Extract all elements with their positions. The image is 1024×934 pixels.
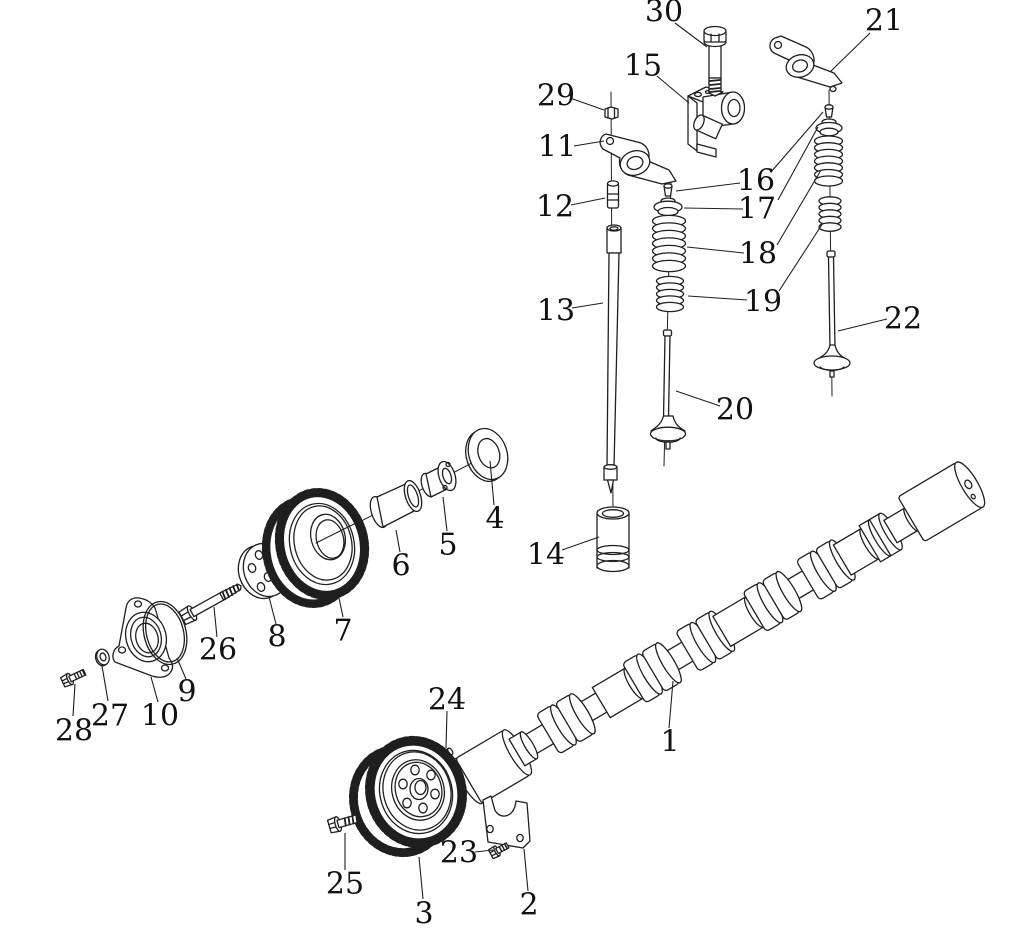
callout-label-6: 6 bbox=[391, 549, 410, 584]
callout-label-25: 25 bbox=[326, 867, 364, 902]
leader-line-1 bbox=[668, 680, 674, 729]
leader-line-5 bbox=[442, 496, 448, 532]
leader-line-18 bbox=[776, 169, 822, 246]
part-bushing bbox=[369, 479, 423, 529]
callout-label-19: 19 bbox=[744, 285, 782, 320]
part-valve-spring-outer-mid bbox=[651, 214, 687, 273]
part-camshaft bbox=[453, 461, 986, 805]
part-valve-right bbox=[813, 250, 851, 378]
part-rocker-bracket bbox=[687, 86, 746, 158]
part-valve-spring-inner-right bbox=[818, 196, 842, 232]
part-adjusting-screw bbox=[606, 180, 620, 209]
leader-line-27 bbox=[101, 665, 109, 702]
part-valve-keeper-right bbox=[824, 104, 834, 118]
part-washer-small bbox=[94, 648, 110, 667]
callout-label-10: 10 bbox=[141, 699, 179, 734]
callout-label-26: 26 bbox=[199, 633, 237, 668]
leader-line-23 bbox=[474, 849, 494, 853]
callout-label-16: 16 bbox=[737, 164, 775, 199]
leader-line-18 bbox=[686, 246, 745, 254]
part-valve-keeper-mid bbox=[663, 183, 673, 197]
part-tappet bbox=[596, 506, 630, 573]
callout-label-18: 18 bbox=[739, 237, 777, 272]
leader-line-22 bbox=[837, 318, 888, 332]
callout-label-3: 3 bbox=[414, 897, 433, 932]
leader-line-12 bbox=[570, 197, 606, 206]
leader-line-15 bbox=[656, 75, 690, 104]
callout-label-8: 8 bbox=[267, 620, 286, 655]
leader-line-30 bbox=[674, 22, 708, 48]
leader-line-29 bbox=[569, 97, 605, 111]
leader-line-11 bbox=[573, 140, 605, 147]
leader-line-14 bbox=[561, 536, 600, 551]
part-valve-spring-inner-mid bbox=[655, 275, 685, 313]
part-hub bbox=[420, 460, 457, 498]
leader-line-10 bbox=[150, 676, 159, 703]
part-bearing-cover bbox=[112, 597, 174, 678]
leader-line-26 bbox=[213, 606, 218, 638]
part-push-rod bbox=[603, 224, 622, 494]
callout-label-15: 15 bbox=[624, 49, 662, 84]
leader-line-8 bbox=[268, 596, 277, 625]
part-idler-gear bbox=[261, 488, 370, 608]
leader-line-17 bbox=[683, 207, 744, 210]
part-bolt-small bbox=[59, 668, 87, 688]
part-camshaft-gear bbox=[349, 735, 467, 858]
leader-line-21 bbox=[829, 32, 871, 73]
part-valve-spring-outer-right bbox=[813, 135, 844, 187]
leader-line-9 bbox=[176, 657, 187, 680]
part-thrust-washer bbox=[465, 427, 509, 482]
part-spring-retainer-right bbox=[815, 118, 843, 137]
leader-line-16 bbox=[770, 111, 824, 173]
callout-label-23: 23 bbox=[440, 836, 478, 871]
part-bolt-gear bbox=[178, 583, 242, 626]
callout-label-5: 5 bbox=[438, 528, 457, 563]
callout-label-17: 17 bbox=[738, 192, 776, 227]
leader-line-3 bbox=[418, 856, 424, 900]
callout-label-7: 7 bbox=[333, 614, 352, 649]
part-rocker-arm-left bbox=[599, 133, 677, 185]
callout-label-9: 9 bbox=[177, 675, 196, 710]
callout-layer: 1234567891011121314151617181920212223242… bbox=[55, 0, 922, 932]
part-lock-nut bbox=[604, 106, 619, 120]
leader-line-19 bbox=[687, 295, 748, 301]
callout-label-14: 14 bbox=[527, 538, 565, 573]
part-rocker-arm-right bbox=[769, 35, 843, 93]
callout-label-20: 20 bbox=[716, 393, 754, 428]
callout-label-2: 2 bbox=[519, 888, 538, 923]
callout-label-4: 4 bbox=[485, 502, 504, 537]
callout-label-1: 1 bbox=[660, 725, 679, 760]
leader-line-17 bbox=[777, 126, 819, 201]
part-bolt-flange bbox=[326, 813, 359, 834]
leader-line-19 bbox=[778, 222, 824, 292]
part-thrust-plate bbox=[482, 795, 531, 849]
callout-label-30: 30 bbox=[645, 0, 683, 30]
leader-line-16 bbox=[675, 182, 741, 192]
callout-label-27: 27 bbox=[91, 699, 129, 734]
leader-line-20 bbox=[675, 390, 721, 407]
part-valve-mid bbox=[649, 329, 687, 450]
part-spring-retainer-mid bbox=[653, 197, 683, 217]
leader-line-4 bbox=[489, 460, 495, 506]
callout-label-11: 11 bbox=[538, 130, 576, 165]
leader-line-24 bbox=[445, 710, 448, 749]
callout-label-24: 24 bbox=[428, 683, 466, 718]
leader-line-6 bbox=[395, 529, 401, 553]
part-gasket-ring bbox=[142, 600, 188, 666]
part-bracket-bolt bbox=[703, 25, 727, 97]
callout-label-13: 13 bbox=[537, 294, 575, 329]
callout-label-29: 29 bbox=[537, 79, 575, 114]
callout-label-28: 28 bbox=[55, 714, 93, 749]
callout-label-22: 22 bbox=[884, 302, 922, 337]
callout-label-12: 12 bbox=[536, 190, 574, 225]
leader-line-2 bbox=[523, 848, 529, 892]
part-bolt-plate bbox=[487, 842, 510, 860]
callout-label-21: 21 bbox=[865, 4, 903, 39]
leader-line-13 bbox=[571, 302, 604, 309]
leader-line-7 bbox=[338, 597, 344, 618]
leader-line-28 bbox=[72, 683, 76, 717]
